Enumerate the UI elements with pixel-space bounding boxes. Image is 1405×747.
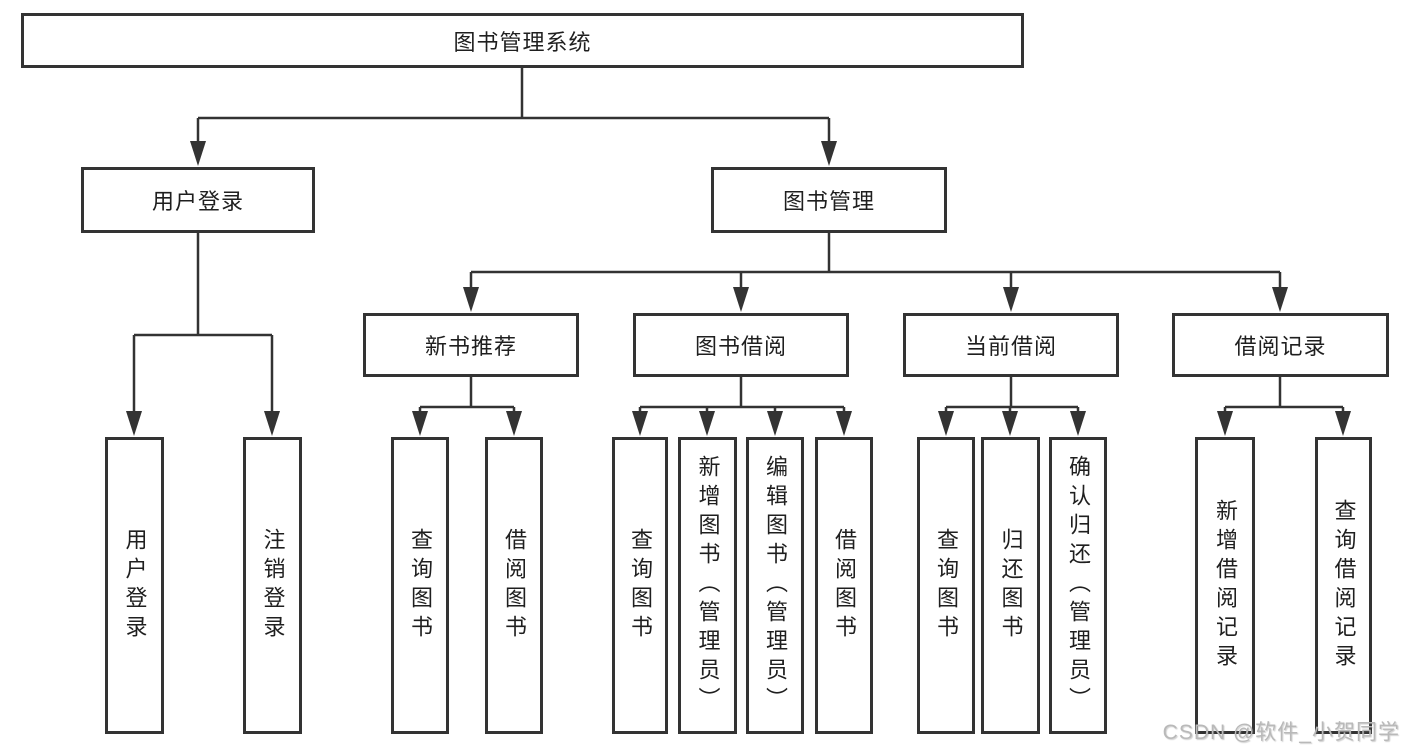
leaf-borrow-books-label: 借阅图书 — [832, 527, 857, 644]
node-book-mgmt-group-label: 图书管理 — [782, 189, 875, 214]
leaf-add-borrow-record-label: 新增借阅记录 — [1213, 498, 1238, 673]
node-user-login-group-label: 用户登录 — [151, 189, 244, 214]
leaf-logout: 注销登录 — [243, 437, 302, 734]
node-borrow-records-label: 借阅记录 — [1234, 334, 1327, 359]
leaf-edit-books-admin: 编辑图书（管理员） — [746, 437, 804, 734]
node-root-label: 图书管理系统 — [453, 29, 592, 55]
leaf-query-books-current-label: 查询图书 — [934, 527, 959, 644]
leaf-borrow-books: 借阅图书 — [815, 437, 873, 734]
arrowheads-user-login-leaves — [126, 411, 280, 436]
node-root-system: 图书管理系统 — [21, 13, 1024, 68]
leaf-query-borrow-record-label: 查询借阅记录 — [1331, 498, 1357, 673]
leaf-add-books-admin: 新增图书（管理员） — [678, 437, 737, 734]
node-new-book-recommend-label: 新书推荐 — [424, 334, 517, 359]
connector-borrow-records-branch — [1223, 377, 1345, 414]
leaf-return-books-label: 归还图书 — [998, 527, 1024, 644]
leaf-add-borrow-record: 新增借阅记录 — [1195, 437, 1255, 734]
arrowheads-leaves — [412, 411, 1351, 436]
leaf-query-books-borrow-label: 查询图书 — [628, 527, 653, 644]
leaf-logout-label: 注销登录 — [260, 527, 286, 644]
node-book-mgmt-group: 图书管理 — [711, 167, 947, 233]
leaf-confirm-return-admin: 确认归还（管理员） — [1049, 437, 1107, 734]
node-new-book-recommend: 新书推荐 — [363, 313, 579, 377]
leaf-borrow-books-recommend-label: 借阅图书 — [502, 527, 527, 644]
node-borrow-records: 借阅记录 — [1172, 313, 1389, 377]
leaf-query-books-borrow: 查询图书 — [612, 437, 668, 734]
arrowheads-level2 — [190, 141, 837, 166]
node-current-borrow-label: 当前借阅 — [964, 334, 1057, 359]
leaf-add-books-admin-label: 新增图书（管理员） — [695, 455, 721, 716]
leaf-query-books-recommend: 查询图书 — [391, 437, 449, 734]
leaf-query-books-current: 查询图书 — [917, 437, 975, 734]
arrowheads-level3 — [463, 287, 1288, 312]
leaf-confirm-return-admin-label: 确认归还（管理员） — [1066, 455, 1091, 716]
leaf-borrow-books-recommend: 借阅图书 — [485, 437, 543, 734]
leaf-query-books-recommend-label: 查询图书 — [408, 527, 433, 644]
node-current-borrow: 当前借阅 — [903, 313, 1119, 377]
leaf-user-login-label: 用户登录 — [122, 527, 148, 644]
node-book-borrow-label: 图书借阅 — [694, 334, 787, 359]
leaf-user-login: 用户登录 — [105, 437, 164, 734]
connector-book-borrow-branch — [638, 377, 846, 414]
connector-new-book-branch — [418, 377, 516, 414]
connector-root-to-level2 — [196, 68, 831, 145]
leaf-edit-books-admin-label: 编辑图书（管理员） — [763, 455, 788, 716]
leaf-query-borrow-record: 查询借阅记录 — [1315, 437, 1372, 734]
csdn-watermark: CSDN @软件_小贺同学 — [1162, 721, 1400, 744]
leaf-return-books: 归还图书 — [981, 437, 1040, 734]
node-book-borrow: 图书借阅 — [633, 313, 849, 377]
connector-user-login-branch — [132, 233, 274, 414]
node-user-login-group: 用户登录 — [81, 167, 315, 233]
connector-book-mgmt-branch — [469, 233, 1282, 291]
connector-current-borrow-branch — [944, 377, 1080, 414]
